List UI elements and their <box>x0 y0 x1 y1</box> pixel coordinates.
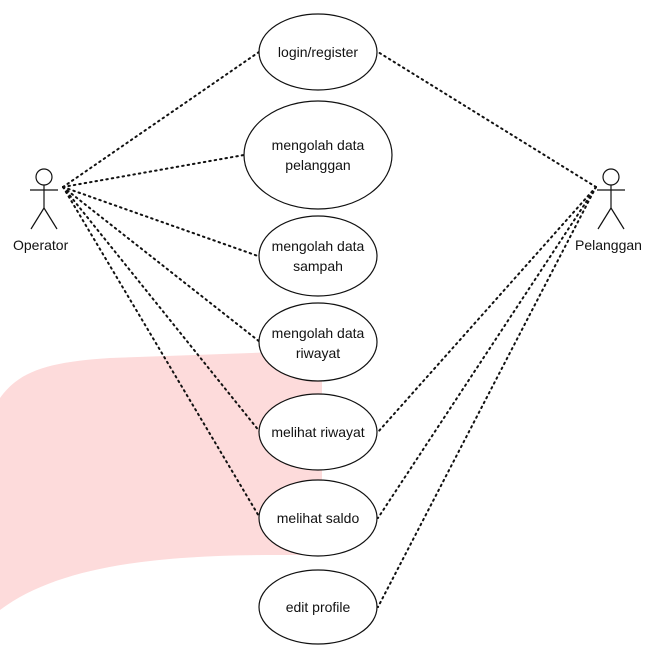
use-case-mengolah-data-riwayat[interactable]: mengolah data riwayat <box>258 302 378 382</box>
use-case-mengolah-data-riwayat-line1: mengolah data <box>272 325 365 341</box>
use-case-mengolah-data-sampah-line2: sampah <box>293 258 343 274</box>
use-case-mengolah-data-pelanggan-line1: mengolah data <box>272 137 365 153</box>
use-case-edit-profile-label: edit profile <box>286 599 351 615</box>
actor-operator[interactable]: Operator <box>13 168 69 253</box>
pink-band-shape <box>0 352 322 610</box>
link-operator-pelanggan <box>62 154 245 188</box>
use-case-melihat-saldo-label: melihat saldo <box>277 510 360 526</box>
link-operator-riwayat <box>62 186 261 343</box>
link-pelanggan-login <box>377 51 597 188</box>
link-operator-sampah <box>62 186 259 257</box>
use-case-mengolah-data-sampah-line1: mengolah data <box>272 238 365 254</box>
use-case-edit-profile[interactable]: edit profile <box>258 569 378 645</box>
use-case-melihat-saldo[interactable]: melihat saldo <box>258 479 378 557</box>
actor-pelanggan-label: Pelanggan <box>575 237 642 253</box>
link-operator-login <box>62 51 260 188</box>
use-case-login-register[interactable]: login/register <box>258 13 378 91</box>
actor-pelanggan[interactable]: Pelanggan <box>575 168 642 253</box>
link-pelanggan-lihat-saldo <box>377 186 597 519</box>
use-case-mengolah-data-sampah[interactable]: mengolah data sampah <box>258 215 378 297</box>
use-case-melihat-riwayat-label: melihat riwayat <box>271 424 364 440</box>
link-pelanggan-edit-profile <box>377 186 597 608</box>
use-case-mengolah-data-riwayat-line2: riwayat <box>296 345 340 361</box>
actor-operator-label: Operator <box>13 237 69 253</box>
use-case-mengolah-data-pelanggan[interactable]: mengolah data pelanggan <box>243 100 393 210</box>
link-pelanggan-lihat-riwayat <box>377 186 597 433</box>
pelanggan-associations <box>377 51 597 608</box>
use-case-login-register-label: login/register <box>278 44 358 60</box>
use-case-mengolah-data-pelanggan-line2: pelanggan <box>285 157 350 173</box>
operator-associations <box>62 51 261 519</box>
stick-figure-icon <box>597 168 625 230</box>
use-case-melihat-riwayat[interactable]: melihat riwayat <box>258 393 378 471</box>
stick-figure-icon <box>30 168 58 230</box>
link-operator-lihat-saldo <box>62 186 261 519</box>
